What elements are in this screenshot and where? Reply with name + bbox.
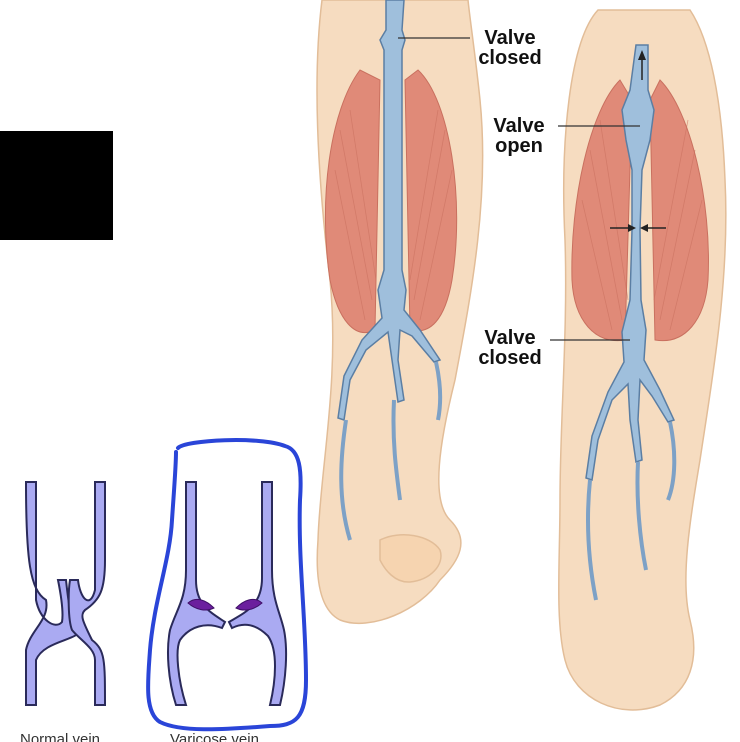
label-right-valve-closed: Valve closed (470, 328, 550, 368)
varicose-vein-left-wall (167, 481, 227, 706)
right-leg (558, 9, 727, 711)
right-calf-muscle (571, 79, 633, 342)
label-right-valve-open-line2: open (495, 135, 543, 157)
flow-arrow-icon (638, 50, 646, 80)
varicose-vein-right-wall (227, 481, 288, 706)
left-leg (316, 0, 484, 625)
caption-normal-vein: Normal vein (20, 731, 101, 742)
left-calf-muscle (324, 69, 381, 333)
label-left-valve-closed-line2: closed (478, 47, 542, 69)
caption-varicose-vein: Varicose vein (170, 731, 259, 742)
right-muscle-striations (581, 119, 703, 331)
left-foot (379, 534, 442, 583)
right-vein-branch (586, 421, 677, 601)
varicose-valve-defect-right (235, 598, 263, 611)
label-right-valve-closed-line1: Valve (484, 327, 536, 349)
left-vein-branch (339, 361, 443, 541)
normal-vein-right-wall (67, 481, 107, 706)
annotation-outline (146, 438, 309, 732)
label-right-valve-open-line1: Valve (493, 115, 545, 137)
label-right-valve-open: Valve open (480, 116, 558, 156)
label-right-valve-closed-line2: closed (478, 347, 542, 369)
varicose-vein-diagram (167, 481, 288, 706)
redaction-block (0, 131, 113, 240)
leader-lines (398, 37, 640, 341)
left-vein (337, 0, 442, 421)
right-calf-muscle-2 (649, 79, 709, 342)
constriction-arrows-icon (610, 224, 666, 232)
normal-vein-diagram (24, 481, 107, 706)
left-muscle-striations (334, 109, 453, 321)
label-left-valve-closed-line1: Valve (484, 27, 536, 49)
varicose-valve-defect-left (187, 598, 215, 611)
label-left-valve-closed: Valve closed (470, 28, 550, 68)
